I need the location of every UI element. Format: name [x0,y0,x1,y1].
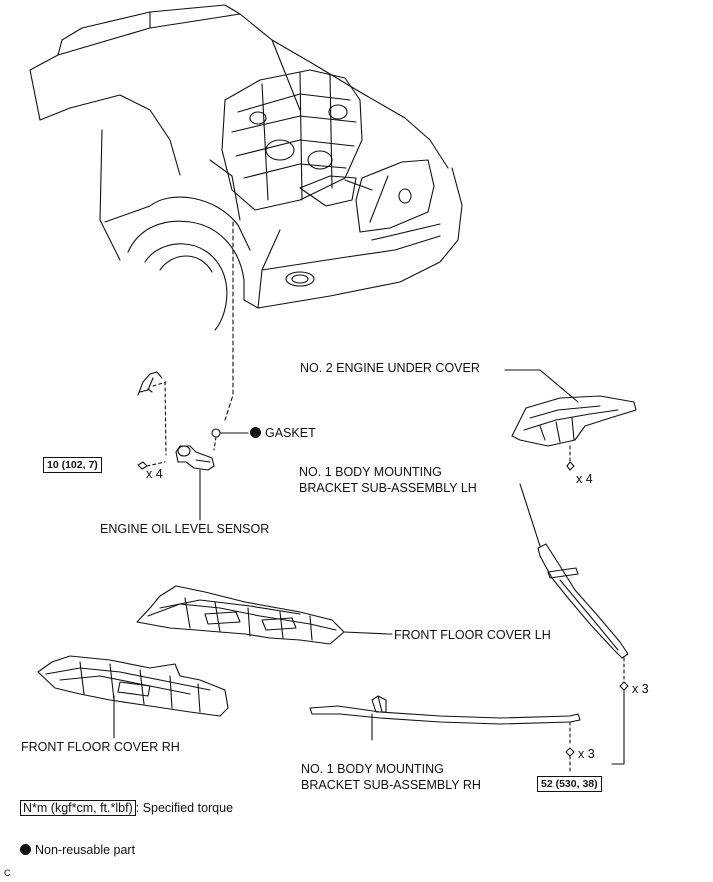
bracket-rh-bolt-qty: x 3 [578,747,595,761]
vehicle-front-illustration [29,4,463,331]
torque-legend-unit: N*m (kgf*cm, ft.*lbf) [20,800,136,816]
bracket-rh-label-line1: NO. 1 BODY MOUNTING [301,762,444,776]
bracket-rh-label-line2: BRACKET SUB-ASSEMBLY RH [301,778,481,792]
front-floor-cover-rh-label: FRONT FLOOR COVER RH [21,740,180,754]
torque-legend-desc: : Specified torque [135,801,234,815]
sensor-bolt-qty: x 4 [146,467,163,481]
corner-mark: C [4,868,11,878]
sensor-torque-box: 10 (102, 7) [43,457,102,473]
front-floor-cover-lh-label: FRONT FLOOR COVER LH [394,628,551,642]
no2-engine-under-cover-drawing [511,369,637,471]
front-floor-cover-rh-drawing [37,655,229,739]
bracket-lh-label-line2: BRACKET SUB-ASSEMBLY LH [299,481,477,495]
gasket-label: GASKET [250,426,316,440]
bracket-lh-bolt-qty: x 3 [632,682,649,696]
front-floor-cover-lh-drawing [136,585,389,645]
engine-oil-level-sensor-label: ENGINE OIL LEVEL SENSOR [100,522,270,536]
torque-legend: N*m (kgf*cm, ft.*lbf): Specified torque [20,800,234,816]
bracket-rh-drawing [309,695,581,775]
bracket-torque-box: 52 (530, 38) [537,776,602,792]
no2-engine-under-cover-label: NO. 2 ENGINE UNDER COVER [300,361,480,375]
under-cover-bolt-qty: x 4 [576,472,593,486]
leader-car-to-sensor [224,221,234,421]
bracket-lh-drawing [519,483,629,765]
oil-level-sensor-group [137,371,249,521]
non-reusable-legend: Non-reusable part [20,843,135,857]
non-reusable-dot-icon [250,427,261,438]
bracket-lh-label-line1: NO. 1 BODY MOUNTING [299,465,442,479]
non-reusable-legend-dot-icon [20,844,31,855]
